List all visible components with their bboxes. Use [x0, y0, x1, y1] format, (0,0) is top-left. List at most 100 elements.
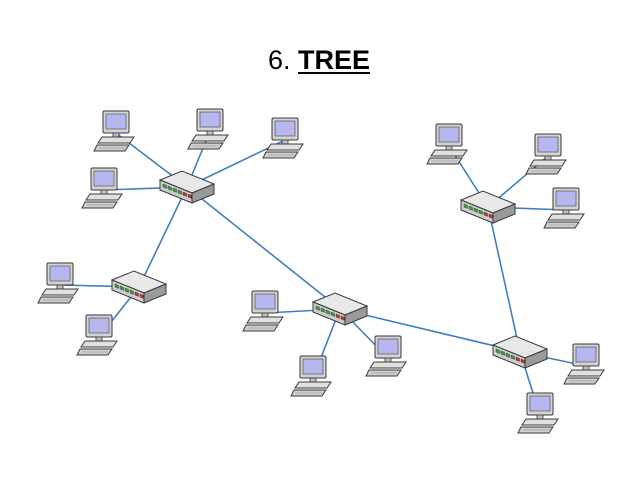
switch-port [500, 350, 505, 356]
system-unit [85, 193, 123, 201]
monitor-stand [536, 414, 544, 420]
computer-pc-8 [290, 355, 332, 397]
monitor-screen [529, 395, 551, 412]
title-word: TREE [298, 45, 371, 75]
switch-port [325, 309, 330, 315]
switch-port [473, 207, 478, 213]
title-number: 6. [267, 45, 291, 75]
monitor-stand [544, 155, 552, 161]
system-unit [97, 136, 135, 144]
nodes-layer [37, 108, 605, 434]
monitor-screen [575, 346, 597, 363]
switch-port [483, 211, 488, 217]
computer-pc-1 [93, 110, 135, 152]
monitor-stand [206, 130, 214, 136]
computer-pc-6 [76, 314, 118, 356]
switch-hub-c [311, 292, 369, 326]
computer-pc-14 [517, 392, 559, 434]
link-hub-a-hub-c [186, 186, 341, 310]
system-unit [430, 149, 468, 157]
monitor-screen [199, 111, 221, 128]
switch-port [515, 356, 520, 362]
switch-port [320, 307, 325, 313]
system-unit [529, 159, 567, 167]
link-hub-a-hub-b [138, 186, 188, 288]
monitor-screen [438, 126, 460, 143]
computer-pc-5 [37, 262, 79, 304]
monitor-stand [562, 209, 570, 215]
switch-port [119, 285, 124, 291]
system-unit [80, 340, 118, 348]
switch-hub-e [459, 190, 517, 224]
switch-side [492, 203, 516, 224]
switch-port [167, 185, 172, 191]
switch-port [162, 183, 167, 189]
monitor-screen [49, 265, 71, 282]
computer-pc-10 [426, 123, 468, 165]
monitor-stand [445, 145, 453, 151]
switch-side [191, 183, 215, 204]
switch-port [510, 354, 515, 360]
computer-pc-3 [262, 117, 304, 159]
switch-side [344, 305, 368, 326]
switch-port [495, 348, 500, 354]
monitor-stand [582, 365, 590, 371]
switch-side [143, 283, 167, 304]
switch-port [182, 191, 187, 197]
switch-port [478, 209, 483, 215]
monitor-stand [309, 377, 317, 383]
switch-port [505, 352, 510, 358]
computer-pc-2 [187, 108, 229, 150]
switch-port [463, 203, 468, 209]
switch-hub-a [158, 170, 216, 204]
system-unit [294, 381, 332, 389]
switch-port [315, 305, 320, 311]
switch-port [468, 205, 473, 211]
switch-side [524, 348, 548, 369]
monitor-screen [254, 293, 276, 310]
monitor-screen [377, 338, 399, 355]
switch-port [335, 313, 340, 319]
monitor-stand [261, 312, 269, 318]
computer-pc-7 [242, 290, 284, 332]
monitor-stand [100, 189, 108, 195]
system-unit [191, 134, 229, 142]
switch-port [187, 193, 192, 199]
computer-pc-12 [543, 187, 585, 229]
switch-port [129, 289, 134, 295]
switch-hub-b [110, 270, 168, 304]
switch-port [124, 287, 129, 293]
switch-port [340, 315, 345, 321]
switch-port [177, 189, 182, 195]
link-hub-d-hub-e [487, 206, 521, 353]
monitor-stand [112, 132, 120, 138]
system-unit [266, 143, 304, 151]
system-unit [246, 316, 284, 324]
system-unit [547, 213, 585, 221]
computer-pc-9 [365, 335, 407, 377]
monitor-screen [555, 190, 577, 207]
monitor-screen [537, 136, 559, 153]
monitor-screen [93, 170, 115, 187]
monitor-screen [302, 358, 324, 375]
computer-pc-13 [563, 343, 605, 385]
switch-port [330, 311, 335, 317]
system-unit [567, 369, 605, 377]
system-unit [41, 288, 79, 296]
switch-port [488, 213, 493, 219]
monitor-stand [56, 284, 64, 290]
system-unit [521, 418, 559, 426]
monitor-stand [95, 336, 103, 342]
switch-port [172, 187, 177, 193]
switch-port [520, 358, 525, 364]
switch-port [139, 293, 144, 299]
slide-title: 6. TREE [0, 44, 638, 76]
computer-pc-4 [81, 167, 123, 209]
monitor-stand [281, 139, 289, 145]
monitor-screen [105, 113, 127, 130]
switch-hub-d [491, 335, 549, 369]
monitor-screen [88, 317, 110, 334]
monitor-screen [274, 120, 296, 137]
monitor-stand [384, 357, 392, 363]
